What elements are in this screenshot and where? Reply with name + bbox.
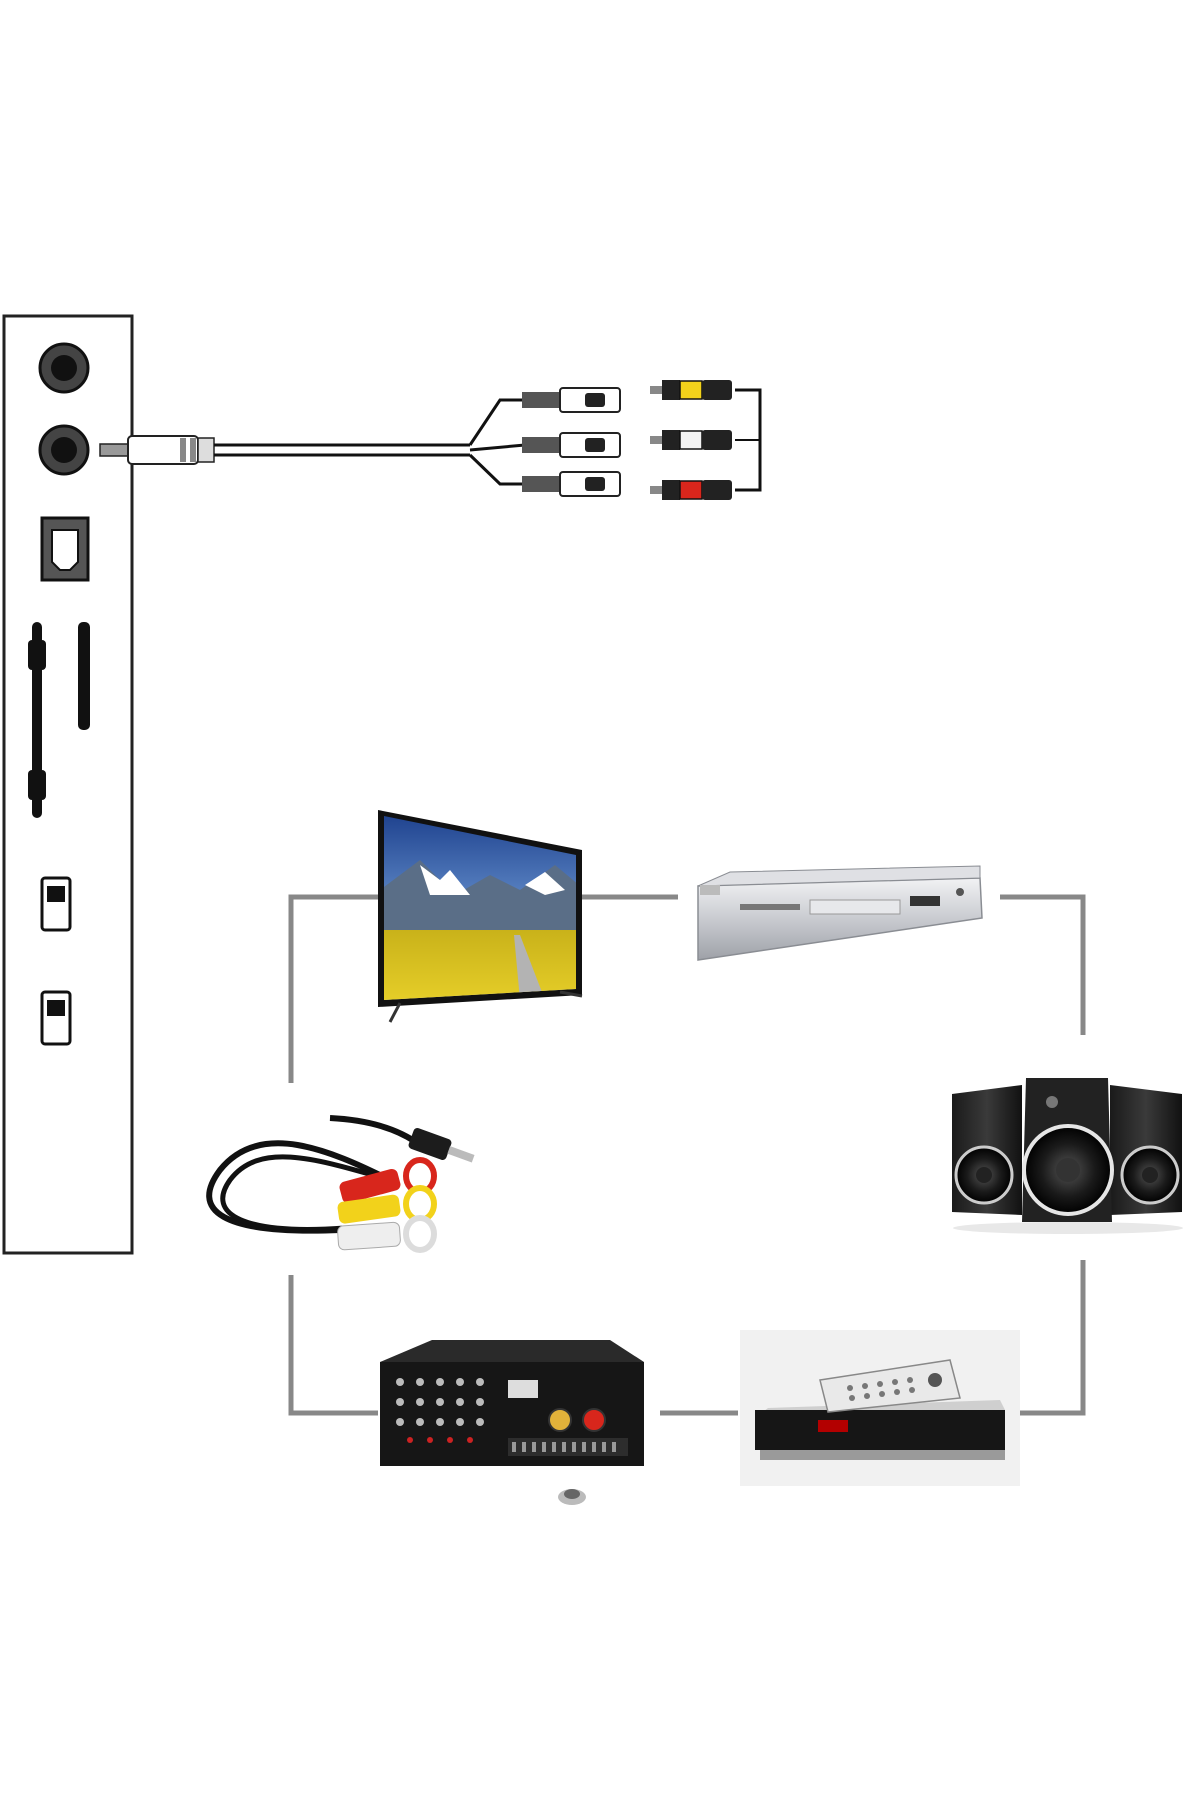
rca-plug-red: [650, 480, 732, 500]
rca-plugs: [650, 380, 762, 500]
audio-jack-port[interactable]: [38, 342, 90, 394]
av-splitter-cable: [99, 387, 621, 497]
female-connector-bottom: [522, 471, 621, 497]
female-connector-middle: [522, 432, 621, 458]
av-cable-icon: [206, 1115, 475, 1253]
tv-side-panel: [2, 314, 134, 1255]
usb-port-2[interactable]: [40, 990, 72, 1046]
amplifier-icon: [380, 1340, 644, 1466]
tv-icon: [378, 810, 583, 1023]
remote-icon: [819, 1359, 961, 1413]
set-top-box-icon: [740, 1330, 1020, 1486]
card-slot[interactable]: [28, 622, 90, 818]
female-connector-top: [522, 387, 621, 413]
av-jack-port[interactable]: [38, 424, 90, 476]
dvd-player-icon: [697, 865, 983, 961]
usb-port-1[interactable]: [40, 876, 72, 932]
rca-plug-yellow: [650, 380, 732, 400]
connection-lines: [288, 894, 1086, 1416]
small-dot-icon: [558, 1489, 586, 1505]
speaker-icon: [952, 1078, 1183, 1234]
optical-port[interactable]: [40, 516, 90, 582]
rca-plug-white: [650, 430, 732, 450]
